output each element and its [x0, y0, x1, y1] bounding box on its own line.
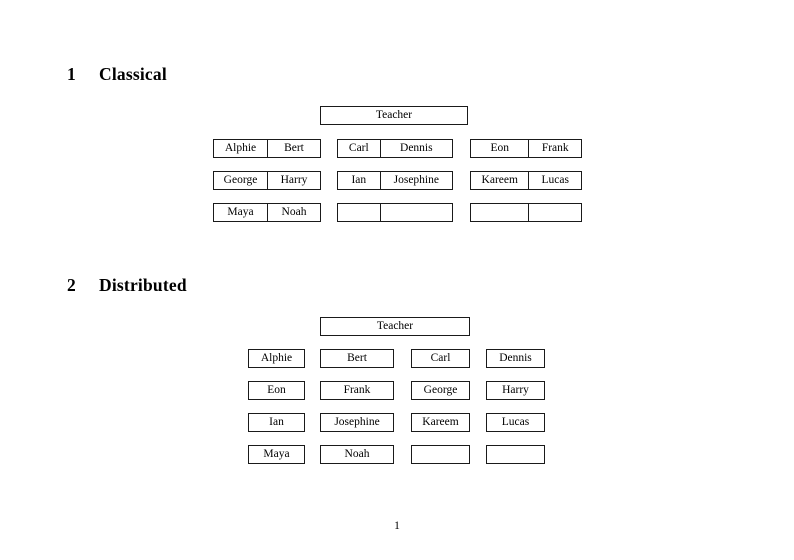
- student-cell[interactable]: Maya: [227, 205, 254, 218]
- section-title: Distributed: [99, 275, 187, 295]
- student-pair-row[interactable]: Eon Frank: [470, 139, 582, 158]
- student-cell[interactable]: George: [223, 173, 258, 186]
- student-box[interactable]: Frank: [320, 381, 394, 400]
- student-cell[interactable]: Kareem: [481, 173, 518, 186]
- student-box-empty[interactable]: [411, 445, 470, 464]
- student-box[interactable]: Dennis: [486, 349, 545, 368]
- student-pair-row[interactable]: Kareem Lucas: [470, 171, 582, 190]
- student-cell[interactable]: Noah: [266, 204, 320, 221]
- student-pair-row[interactable]: George Harry: [213, 171, 321, 190]
- section-number: 1: [67, 64, 76, 84]
- teacher-box-classical[interactable]: Teacher: [320, 106, 468, 125]
- student-box[interactable]: Bert: [320, 349, 394, 368]
- teacher-label: Teacher: [375, 108, 413, 121]
- student-box[interactable]: Josephine: [320, 413, 394, 432]
- student-cell[interactable]: Ian: [351, 173, 367, 186]
- teacher-box-distributed[interactable]: Teacher: [320, 317, 470, 336]
- page-number: 1: [394, 520, 400, 532]
- student-box[interactable]: Noah: [320, 445, 394, 464]
- student-cell-empty[interactable]: [528, 204, 581, 221]
- student-cell-empty[interactable]: [338, 204, 380, 221]
- student-box[interactable]: Ian: [248, 413, 305, 432]
- student-cell-empty[interactable]: [471, 204, 528, 221]
- student-cell[interactable]: Lucas: [528, 172, 581, 189]
- student-pair-row[interactable]: [470, 203, 582, 222]
- student-box[interactable]: Harry: [486, 381, 545, 400]
- student-box[interactable]: Lucas: [486, 413, 545, 432]
- student-pair-row[interactable]: [337, 203, 453, 222]
- student-box[interactable]: Carl: [411, 349, 470, 368]
- student-box[interactable]: Kareem: [411, 413, 470, 432]
- student-cell[interactable]: Harry: [266, 172, 320, 189]
- student-cell[interactable]: Bert: [266, 140, 320, 157]
- student-cell[interactable]: Dennis: [379, 140, 452, 157]
- student-pair-row[interactable]: Alphie Bert: [213, 139, 321, 158]
- section-heading-distributed: 2 Distributed: [67, 275, 187, 295]
- student-cell[interactable]: Eon: [490, 141, 509, 154]
- student-box[interactable]: Maya: [248, 445, 305, 464]
- student-box-empty[interactable]: [486, 445, 545, 464]
- section-heading-classical: 1 Classical: [67, 64, 167, 84]
- student-pair-row[interactable]: Ian Josephine: [337, 171, 453, 190]
- student-cell[interactable]: Frank: [528, 140, 581, 157]
- section-title: Classical: [99, 64, 167, 84]
- student-cell[interactable]: Alphie: [224, 141, 257, 154]
- student-pair-row[interactable]: Maya Noah: [213, 203, 321, 222]
- student-cell[interactable]: Josephine: [379, 172, 452, 189]
- student-box[interactable]: Eon: [248, 381, 305, 400]
- teacher-label: Teacher: [376, 319, 414, 332]
- student-cell[interactable]: Carl: [348, 141, 369, 154]
- section-number: 2: [67, 275, 76, 295]
- student-box[interactable]: Alphie: [248, 349, 305, 368]
- student-pair-row[interactable]: Carl Dennis: [337, 139, 453, 158]
- student-cell-empty[interactable]: [379, 204, 452, 221]
- student-box[interactable]: George: [411, 381, 470, 400]
